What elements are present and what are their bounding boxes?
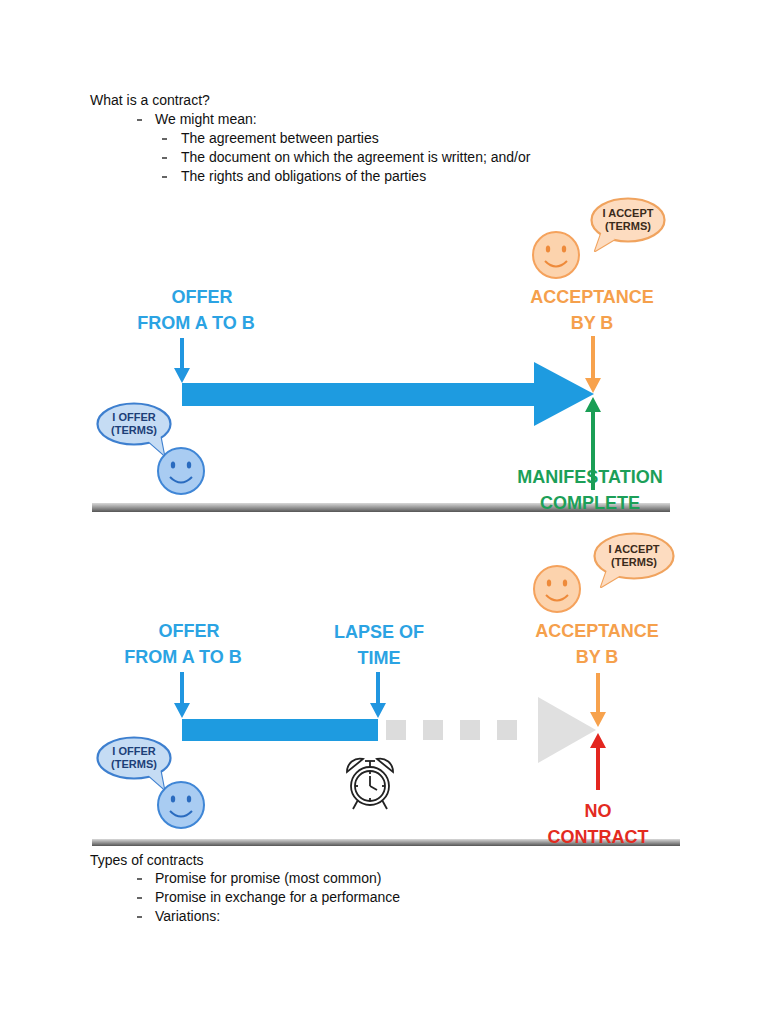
clock-tick <box>355 785 358 787</box>
list-item: The rights and obligations of the partie… <box>181 167 426 186</box>
step-label: LAPSE OF TIME <box>324 619 434 671</box>
face-circle <box>533 232 579 278</box>
pointer-arrow <box>376 672 380 705</box>
face-eye <box>187 462 191 469</box>
list-item: The agreement between parties <box>181 129 379 148</box>
section-heading: Types of contracts <box>90 851 204 870</box>
bubble-tail-fill <box>595 231 615 251</box>
clock-tick <box>382 785 385 787</box>
faded-segment <box>497 720 517 740</box>
list-dash <box>137 119 142 120</box>
list-item: We might mean: <box>155 110 257 129</box>
face-eye <box>547 580 551 587</box>
face-smile <box>546 595 568 601</box>
clock-leg <box>382 800 387 809</box>
page-heading: What is a contract? <box>90 91 210 110</box>
face-eye <box>546 246 550 253</box>
list-item: Variations: <box>155 907 220 926</box>
faded-segment <box>423 720 443 740</box>
pointer-arrow <box>180 338 184 370</box>
list-dash <box>162 176 167 177</box>
faded-segment <box>386 720 406 740</box>
bubble-text: I ACCEPT (TERMS) <box>603 543 665 569</box>
clock-tick <box>369 798 371 801</box>
step-label: ACCEPTANCE BY B <box>522 284 662 336</box>
timeline-arrow <box>182 362 594 426</box>
list-dash <box>137 878 142 879</box>
clock-hand <box>369 776 371 786</box>
list-dash <box>162 157 167 158</box>
pointer-arrow-head <box>590 712 606 727</box>
step-label: OFFER FROM A TO B <box>133 284 259 336</box>
pointer-arrow-head <box>590 733 606 748</box>
speech-bubble: I ACCEPT (TERMS) <box>590 197 666 243</box>
bubble-text: I OFFER (TERMS) <box>103 745 165 771</box>
clock-case <box>351 767 389 805</box>
panel-one <box>92 192 670 512</box>
step-label: OFFER FROM A TO B <box>120 618 246 670</box>
result-label: MANIFESTATION COMPLETE <box>500 464 680 516</box>
pointer-arrow <box>591 336 595 380</box>
speech-bubble: I OFFER (TERMS) <box>96 402 172 446</box>
step-label: ACCEPTANCE BY B <box>527 618 667 670</box>
panel-background <box>92 192 670 512</box>
pointer-arrow <box>596 673 600 714</box>
face-smile <box>545 261 567 267</box>
face-circle <box>534 566 580 612</box>
list-dash <box>162 138 167 139</box>
pointer-arrow-head <box>174 703 190 718</box>
pointer-arrow <box>596 746 600 790</box>
clock-tick <box>369 771 371 774</box>
face-eye <box>562 246 566 253</box>
timeline-bar <box>182 719 378 741</box>
face-eye <box>171 462 175 469</box>
pointer-arrow <box>180 672 184 705</box>
result-label: NO CONTRACT <box>541 798 656 850</box>
bubble-tail-fill <box>601 567 621 587</box>
speech-bubble: I ACCEPT (TERMS) <box>593 532 675 580</box>
list-item: Promise in exchange for a performance <box>155 888 400 907</box>
alarm-clock-icon <box>347 759 393 809</box>
list-dash <box>137 916 142 917</box>
pointer-arrow-head <box>585 397 601 412</box>
panel-two <box>92 512 680 846</box>
face-eye <box>187 796 191 803</box>
faded-segment <box>460 720 480 740</box>
clock-face <box>355 771 385 801</box>
bubble-text: I OFFER (TERMS) <box>103 411 165 437</box>
pointer-arrow-head <box>370 703 386 718</box>
bubble-tail-fill <box>148 768 164 789</box>
clock-knob <box>365 760 375 762</box>
panel-background <box>92 512 680 846</box>
clock-stem <box>369 761 371 767</box>
offeree-face <box>533 232 579 278</box>
list-item: The document on which the agreement is w… <box>181 148 530 167</box>
pointer-arrow-head <box>585 378 601 393</box>
bubble-tail-fill <box>148 434 164 455</box>
clock-leg <box>353 800 358 809</box>
list-dash <box>137 897 142 898</box>
pointer-arrow-head <box>174 368 190 383</box>
face-eye <box>171 796 175 803</box>
face-smile <box>170 477 192 483</box>
face-eye <box>563 580 567 587</box>
offeree-face <box>534 566 580 612</box>
clock-hand <box>370 786 377 790</box>
speech-bubble: I OFFER (TERMS) <box>96 736 172 780</box>
face-smile <box>170 811 192 817</box>
faded-arrow-head <box>538 697 596 763</box>
bubble-text: I ACCEPT (TERMS) <box>597 207 659 233</box>
list-item: Promise for promise (most common) <box>155 869 381 888</box>
